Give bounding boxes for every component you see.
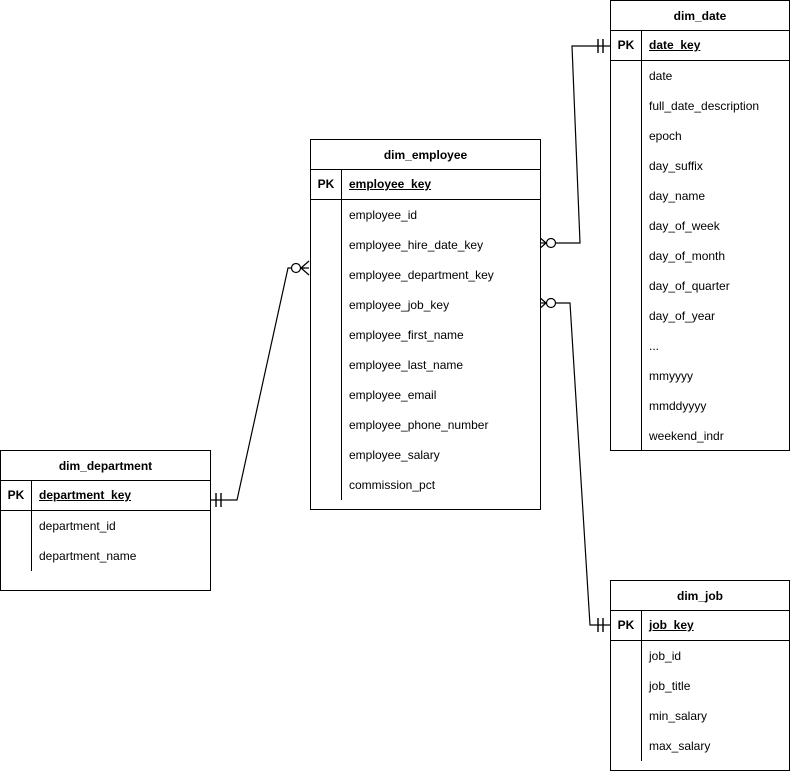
entity-title-dim-employee: dim_employee	[311, 140, 540, 170]
attribute-row: employee_hire_date_key	[349, 238, 484, 252]
attribute-row: full_date_description	[649, 99, 760, 113]
pk-tag-dim-date: PK	[611, 31, 642, 60]
attribute-list-dim-job: job_id job_title min_salary max_salary	[642, 641, 789, 761]
attribute-row: mmddyyyy	[649, 399, 707, 413]
entity-dim-date[interactable]: dim_date PK date_key date full_date_desc…	[610, 0, 790, 451]
pk-field-dim-department: department_key	[39, 488, 132, 502]
attribute-row: epoch	[649, 129, 682, 143]
attribute-row: department_name	[39, 549, 137, 563]
entity-title-dim-date: dim_date	[611, 1, 789, 31]
attribute-row: employee_department_key	[349, 268, 494, 282]
attribute-row: department_id	[39, 519, 116, 533]
entity-title-dim-job: dim_job	[611, 581, 789, 611]
entity-dim-department[interactable]: dim_department PK department_key departm…	[0, 450, 211, 591]
pk-row-dim-department: PK department_key	[1, 481, 210, 511]
attribute-row: employee_id	[349, 208, 418, 222]
attribute-row: date	[649, 69, 673, 83]
attribute-row: day_suffix	[649, 159, 703, 173]
attribute-row: day_of_week	[649, 219, 720, 233]
attribute-row: employee_phone_number	[349, 418, 489, 432]
pk-field-dim-job: job_key	[649, 618, 694, 632]
attribute-row: job_title	[649, 679, 691, 693]
attribute-area-dim-department: department_id department_name	[1, 511, 210, 571]
pk-row-dim-employee: PK employee_key	[311, 170, 540, 200]
attribute-row: job_id	[649, 649, 682, 663]
relationship-employee-to-job	[537, 295, 610, 632]
tick-one-and-only-one-date	[597, 39, 604, 53]
pk-field-dim-date: date_key	[649, 38, 701, 52]
attribute-row: employee_job_key	[349, 298, 450, 312]
relationship-employee-to-date	[537, 39, 610, 251]
attribute-gutter-dim-job	[611, 641, 642, 761]
attribute-row: employee_last_name	[349, 358, 464, 372]
attribute-row: day_of_month	[649, 249, 726, 263]
attribute-row: ...	[649, 339, 660, 353]
attribute-row: employee_salary	[349, 448, 440, 462]
tick-one-and-only-one-job	[597, 618, 604, 632]
attribute-row: day_of_quarter	[649, 279, 730, 293]
pk-row-dim-date: PK date_key	[611, 31, 789, 61]
attribute-row: max_salary	[649, 739, 711, 753]
pk-tag-dim-department: PK	[1, 481, 32, 510]
attribute-row: employee_first_name	[349, 328, 464, 342]
attribute-gutter-dim-date	[611, 61, 642, 451]
attribute-row: day_name	[649, 189, 706, 203]
attribute-list-dim-department: department_id department_name	[32, 511, 210, 571]
tick-one-and-only-one-department	[215, 493, 222, 507]
attribute-list-dim-employee: employee_id employee_hire_date_key emplo…	[342, 200, 540, 500]
relationship-department-to-employee	[211, 260, 310, 507]
attribute-gutter-dim-department	[1, 511, 32, 571]
attribute-area-dim-employee: employee_id employee_hire_date_key emplo…	[311, 200, 540, 500]
entity-dim-job[interactable]: dim_job PK job_key job_id job_title min_…	[610, 580, 790, 771]
attribute-row: employee_email	[349, 388, 437, 402]
entity-dim-employee[interactable]: dim_employee PK employee_key employee_id…	[310, 139, 541, 510]
attribute-gutter-dim-employee	[311, 200, 342, 500]
attribute-row: min_salary	[649, 709, 708, 723]
pk-row-dim-job: PK job_key	[611, 611, 789, 641]
pk-tag-dim-job: PK	[611, 611, 642, 640]
attribute-list-dim-date: date full_date_description epoch day_suf…	[642, 61, 789, 451]
crowsfoot-zero-or-many-department-employee	[290, 260, 310, 276]
attribute-row: day_of_year	[649, 309, 716, 323]
attribute-row: commission_pct	[349, 478, 436, 492]
pk-field-dim-employee: employee_key	[349, 177, 432, 191]
attribute-row: mmyyyy	[649, 369, 693, 383]
pk-tag-dim-employee: PK	[311, 170, 342, 199]
attribute-area-dim-job: job_id job_title min_salary max_salary	[611, 641, 789, 761]
attribute-row: weekend_indr	[649, 429, 724, 443]
attribute-area-dim-date: date full_date_description epoch day_suf…	[611, 61, 789, 451]
entity-title-dim-department: dim_department	[1, 451, 210, 481]
